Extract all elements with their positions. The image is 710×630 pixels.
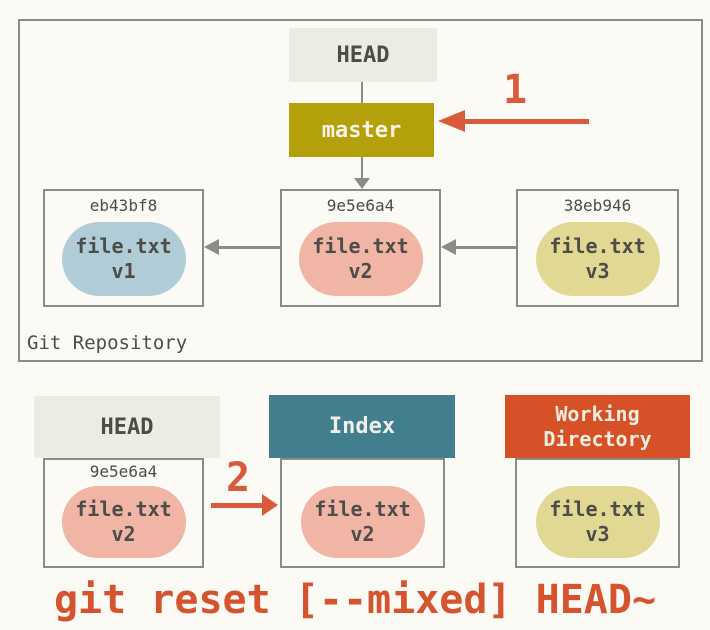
parent-arrowhead-icon [441,239,456,255]
step2-arrow-shaft [211,503,263,508]
command-caption: git reset [--mixed] HEAD~ [53,577,657,623]
file-name: file.txt [75,234,172,258]
file-blob-v3: file.txt v3 [535,222,660,296]
master-branch-label: master [321,117,402,143]
file-version: v2 [348,259,373,283]
master-commit-connector [361,157,363,179]
parent-arrow-shaft [219,246,280,249]
file-version: v2 [350,522,375,546]
file-version: v1 [111,259,136,283]
file-blob-v3: file.txt v3 [535,486,660,558]
file-name: file.txt [75,497,172,521]
head-ref-box: HEAD [289,28,437,82]
commit-hash: 38eb946 [563,196,632,215]
master-branch-box: master [289,103,434,157]
file-version: v3 [585,522,610,546]
file-name: file.txt [549,234,646,258]
head-area-header: HEAD [34,396,220,458]
file-blob-v1: file.txt v1 [61,222,186,296]
commit-node-38eb946: 38eb946 file.txt v3 [516,189,679,307]
parent-arrow-shaft [456,246,516,249]
index-area-box: file.txt v2 [280,458,445,568]
git-repository-label: Git Repository [27,332,188,354]
commit-hash: 9e5e6a4 [89,462,158,481]
file-blob-v2: file.txt v2 [61,486,186,558]
git-repository-box [18,19,703,362]
commit-hash: 9e5e6a4 [326,196,395,215]
file-blob-v2: file.txt v2 [298,222,423,296]
head-area-box: 9e5e6a4 file.txt v2 [43,458,204,568]
commit-hash: eb43bf8 [89,196,158,215]
commit-node-eb43bf8: eb43bf8 file.txt v1 [43,189,204,307]
parent-arrowhead-icon [204,239,219,255]
master-commit-arrowhead-icon [354,178,370,189]
file-name: file.txt [312,234,409,258]
head-master-connector [361,82,363,103]
step2-label: 2 [226,455,251,501]
head-area-label: HEAD [100,414,154,440]
file-name: file.txt [549,497,646,521]
step1-arrow-shaft [463,119,589,124]
step1-arrowhead-icon [438,110,465,132]
workdir-area-label: Working Directory [543,401,652,451]
file-blob-v2: file.txt v2 [300,486,425,558]
step1-label: 1 [503,67,528,113]
index-area-header: Index [269,395,455,458]
step2-arrowhead-icon [262,494,278,516]
workdir-area-box: file.txt v3 [515,458,680,568]
head-ref-label: HEAD [336,42,390,68]
workdir-area-header: Working Directory [505,395,690,458]
file-name: file.txt [314,497,411,521]
file-version: v2 [111,522,136,546]
index-area-label: Index [328,414,396,439]
commit-node-9e5e6a4: 9e5e6a4 file.txt v2 [280,189,441,307]
file-version: v3 [585,259,610,283]
